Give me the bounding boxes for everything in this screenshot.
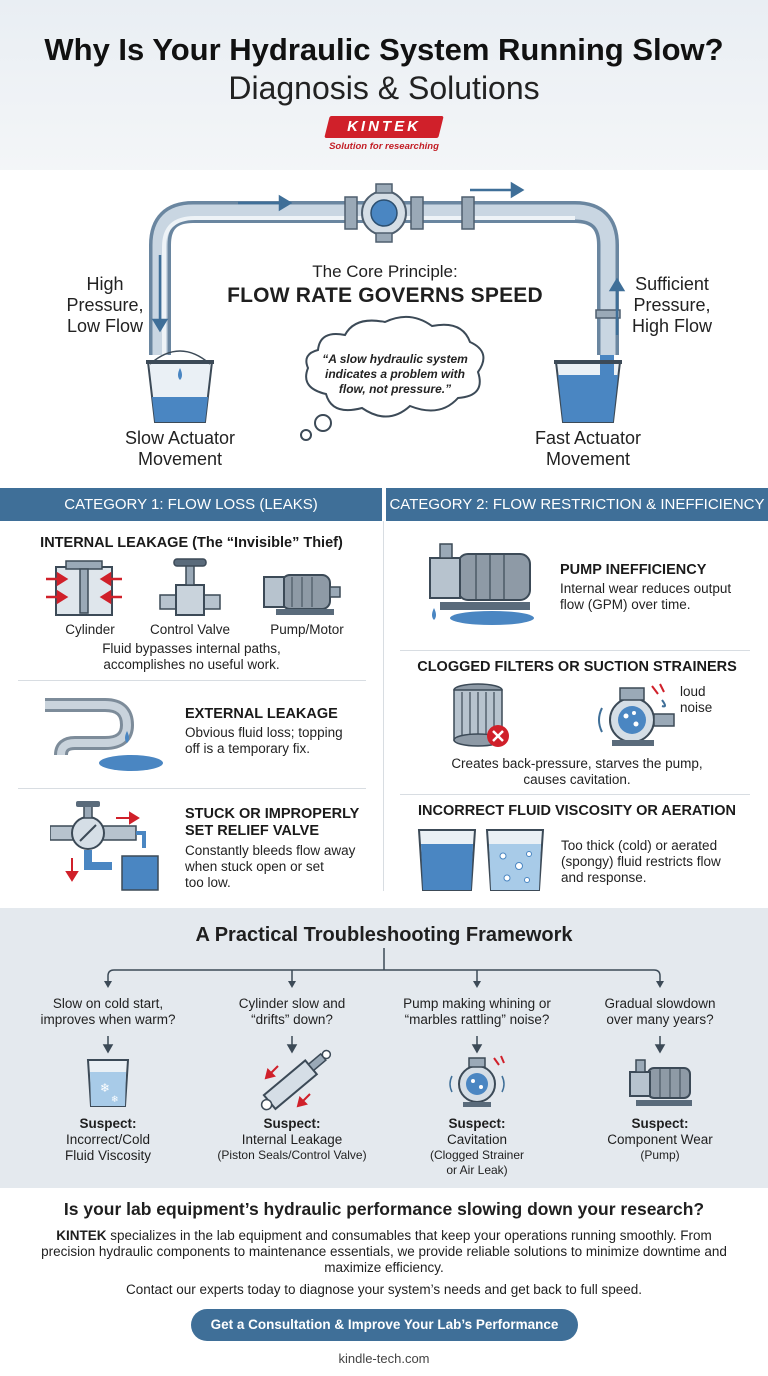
flow-arrow-icon (151, 181, 626, 335)
internal-leakage-icons (46, 558, 341, 616)
pump-motor-icon (263, 574, 341, 615)
svg-text:❄: ❄ (100, 1081, 110, 1095)
core-principle: FLOW RATE GOVERNS SPEED (227, 284, 543, 307)
control-valve-icon (159, 558, 221, 616)
label-pump-motor: Pump/Motor (270, 622, 344, 637)
cta-heading: Is your lab equipment’s hydraulic perfor… (63, 1199, 705, 1219)
suspect-label-3: Suspect: (448, 1116, 506, 1131)
suspect-component-wear: Component Wear (607, 1132, 713, 1147)
internal-leakage-title: INTERNAL LEAKAGE (The “Invisible” Thief) (40, 535, 343, 551)
core-quote: “A slow hydraulic system indicates a pro… (322, 352, 468, 396)
suspect-label-1: Suspect: (79, 1116, 137, 1131)
cavitating-pump-icon (598, 683, 675, 746)
brand-tagline: Solution for researching (329, 141, 439, 152)
divider (400, 650, 750, 651)
brand-logo-text: KINTEK (347, 118, 421, 135)
suspect-cavitation-note: (Clogged Strainer or Air Leak) (429, 1148, 525, 1177)
label-control-valve: Control Valve (149, 622, 231, 637)
cta-body: KINTEK specializes in the lab equipment … (30, 1228, 738, 1276)
suspect-label-2: Suspect: (263, 1116, 321, 1131)
aerated-fluid-beaker-icon (485, 829, 545, 891)
svg-text:❄: ❄ (111, 1095, 119, 1105)
pump-inefficiency-icon (429, 543, 534, 625)
fast-actuator-caption: Fast Actuator Movement (534, 428, 642, 469)
cta-contact: Contact our experts today to diagnose yo… (125, 1282, 643, 1297)
external-leakage-body: Obvious fluid loss; topping off is a tem… (185, 725, 343, 756)
divider (400, 794, 750, 795)
page-title: Why Is Your Hydraulic System Running Slo… (44, 32, 724, 67)
viscosity-title: INCORRECT FLUID VISCOSITY OR AERATION (418, 803, 736, 819)
header-band (0, 0, 768, 180)
category-2-bar: CATEGORY 2: FLOW RESTRICTION & INEFFICIE… (386, 488, 768, 521)
core-principle-title: The Core Principle: (312, 262, 458, 281)
blocked-x-icon (487, 725, 509, 747)
framework-icons: ❄ ❄ (86, 1036, 692, 1111)
category-1-bar: CATEGORY 1: FLOW LOSS (LEAKS) (0, 488, 382, 521)
page-subtitle: Diagnosis & Solutions (228, 70, 540, 106)
suspect-cold-viscosity: Incorrect/Cold Fluid Viscosity (64, 1132, 152, 1163)
bucket-fast-icon (554, 355, 622, 423)
relief-valve-body: Constantly bleeds flow away when stuck o… (185, 843, 356, 890)
cylinder-icon (46, 560, 122, 616)
pump-inefficiency-body: Internal wear reduces output flow (GPM) … (560, 581, 732, 612)
bucket-slow-icon (146, 350, 214, 423)
suspect-internal-leakage-note: (Piston Seals/Control Valve) (217, 1148, 367, 1162)
question-gradual-slowdown: Gradual slowdown over many years? (604, 996, 716, 1027)
cavitation-pump-icon (449, 1055, 505, 1107)
label-cylinder: Cylinder (65, 622, 115, 637)
cta-body-text: specializes in the lab equipment and con… (41, 1228, 727, 1275)
loud-noise-label: loud noise (680, 684, 713, 715)
clogged-filters-body: Creates back-pressure, starves the pump,… (451, 756, 703, 787)
question-cold-start: Slow on cold start, improves when warm? (40, 996, 176, 1027)
slow-actuator-caption: Slow Actuator Movement (124, 428, 236, 469)
fluid-beaker-icons (417, 829, 545, 891)
website-link[interactable]: kindle-tech.com (338, 1351, 430, 1366)
pump-inefficiency-title: PUMP INEFFICIENCY (560, 562, 707, 578)
question-pump-noise: Pump making whining or “marbles rattling… (403, 996, 551, 1027)
suspect-label-4: Suspect: (631, 1116, 689, 1131)
category-divider (383, 521, 384, 891)
framework-title: A Practical Troubleshooting Framework (195, 924, 573, 946)
consultation-button[interactable]: Get a Consultation & Improve Your Lab’s … (191, 1309, 578, 1341)
worn-pump-icon (629, 1059, 692, 1106)
clogged-filters-title: CLOGGED FILTERS OR SUCTION STRAINERS (417, 659, 737, 675)
question-cylinder-drift: Cylinder slow and “drifts” down? (238, 996, 346, 1027)
cold-fluid-beaker-icon: ❄ ❄ (86, 1059, 130, 1107)
internal-leakage-body: Fluid bypasses internal paths, accomplis… (102, 641, 281, 672)
external-leakage-icon (45, 698, 163, 771)
drifting-cylinder-icon (260, 1049, 332, 1111)
left-pressure-label: High Pressure, Low Flow (66, 274, 144, 336)
external-leakage-title: EXTERNAL LEAKAGE (185, 706, 338, 722)
divider (18, 788, 366, 789)
thought-cloud-icon (300, 315, 485, 441)
pipe-diagram (0, 170, 768, 488)
viscosity-body: Too thick (cold) or aerated (spongy) flu… (561, 838, 721, 885)
suspect-cavitation: Cavitation (446, 1132, 508, 1147)
clogged-filter-icons (453, 683, 675, 747)
relief-valve-icon (50, 801, 159, 891)
divider (18, 680, 366, 681)
thick-fluid-beaker-icon (417, 829, 477, 891)
suspect-component-wear-note: (Pump) (640, 1148, 680, 1162)
right-pressure-label: Sufficient Pressure, High Flow (631, 274, 713, 336)
pipe-icon (149, 183, 621, 355)
suspect-internal-leakage: Internal Leakage (241, 1132, 343, 1147)
framework-tree-lines (104, 948, 664, 988)
cta-brand: KINTEK (56, 1228, 107, 1243)
relief-valve-title: STUCK OR IMPROPERLY SET RELIEF VALVE (185, 806, 360, 839)
